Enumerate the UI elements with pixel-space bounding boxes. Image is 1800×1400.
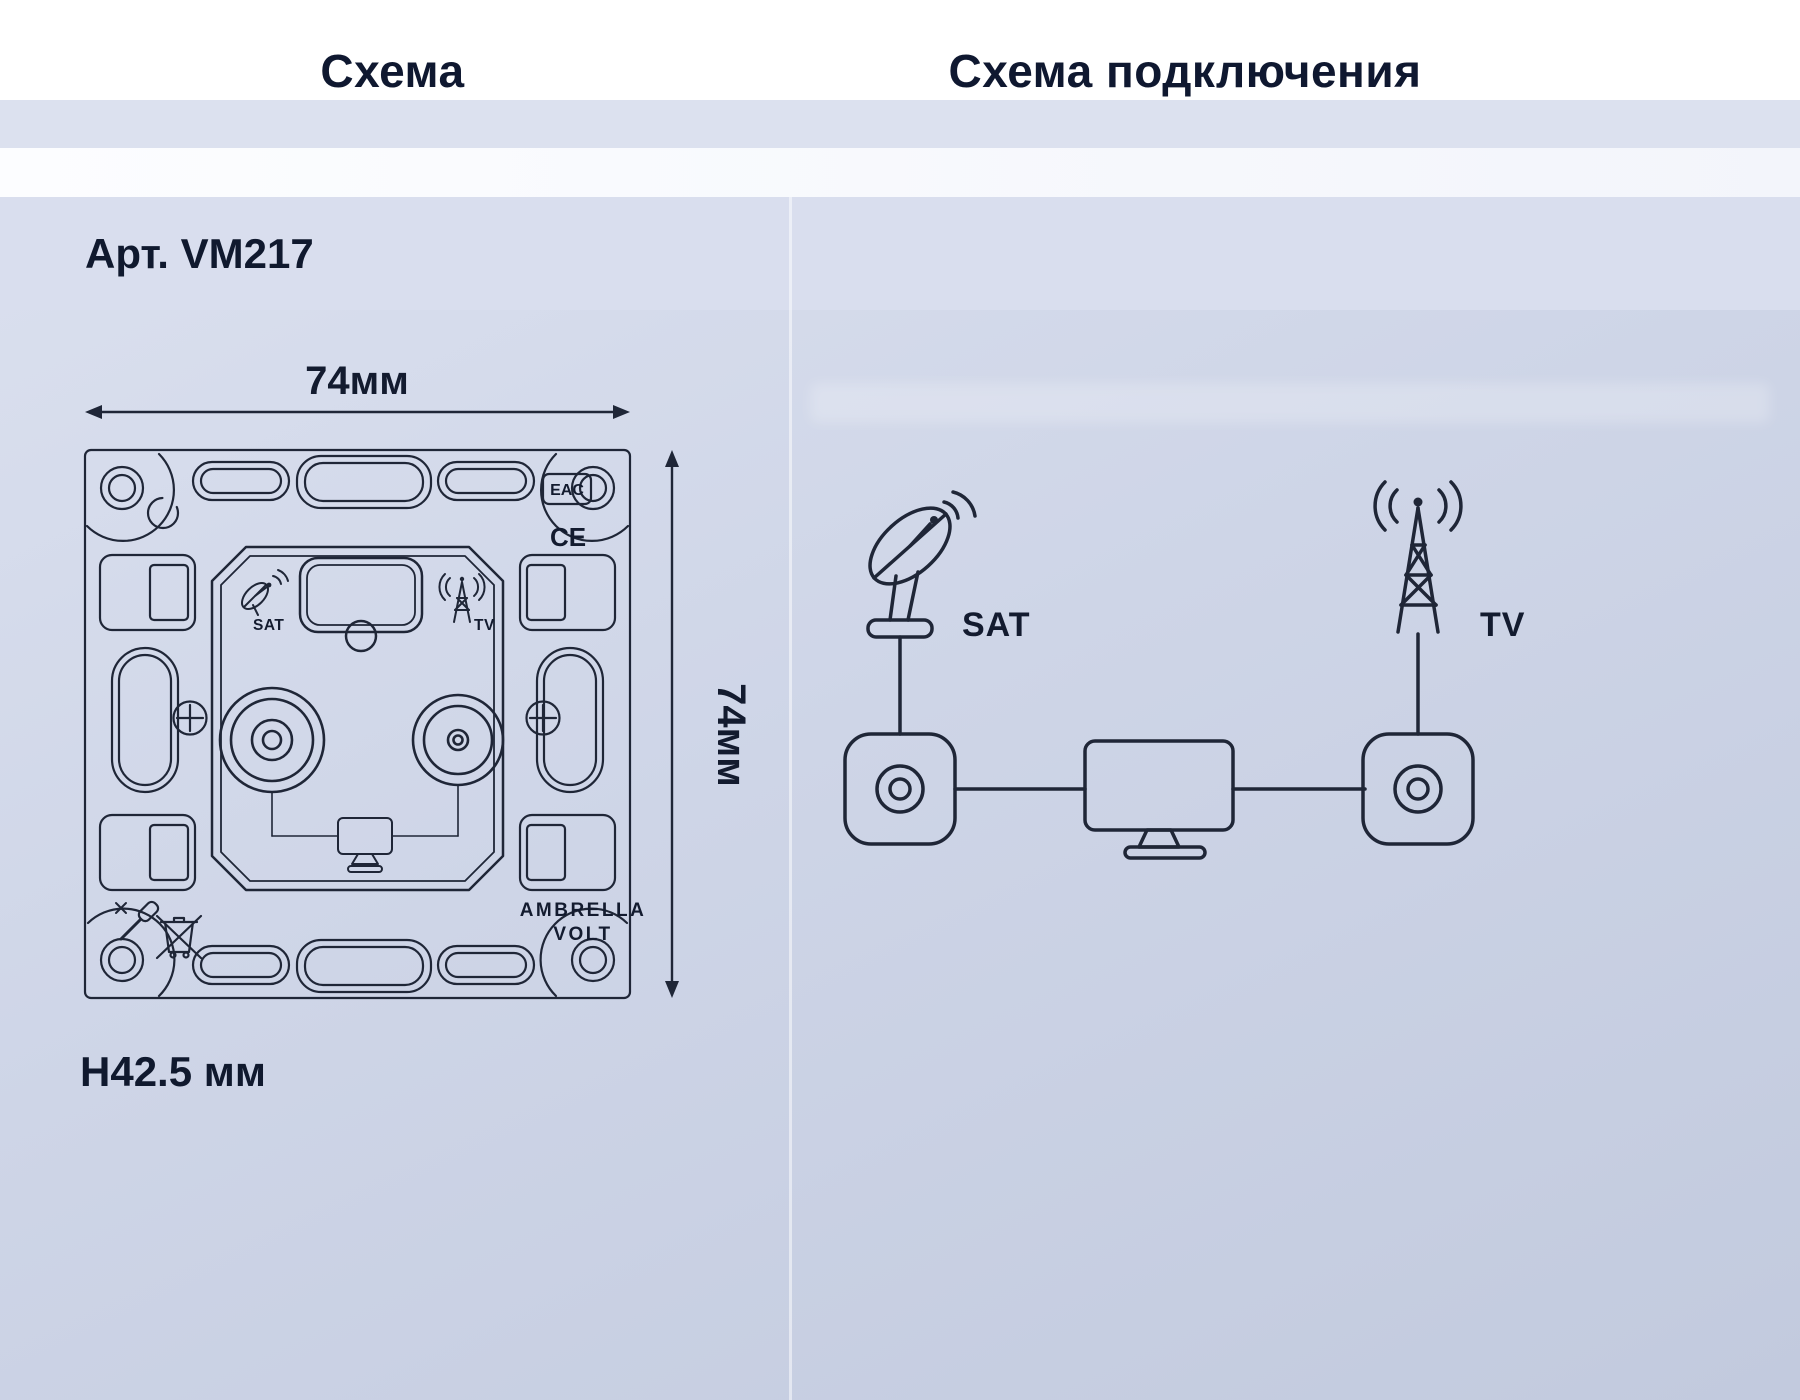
dimension-height bbox=[665, 450, 679, 998]
module-top-window bbox=[298, 556, 424, 653]
tv-label: TV bbox=[1480, 606, 1525, 644]
tv-port-label: TV bbox=[474, 617, 495, 634]
eac-mark-label: EAC bbox=[550, 482, 584, 499]
panel-divider bbox=[789, 197, 792, 1400]
right-claws bbox=[518, 553, 617, 892]
screwdriver-icon bbox=[115, 900, 160, 941]
brand-name: AMBRELLA bbox=[520, 900, 647, 921]
plaster-claw-screw bbox=[146, 496, 180, 530]
blue-band bbox=[0, 100, 1800, 148]
white-band bbox=[0, 148, 1800, 197]
side-screw-right bbox=[525, 700, 561, 736]
socket-technical-drawing: 74мм 74мм bbox=[83, 359, 753, 1000]
watermark-strip bbox=[810, 383, 1770, 423]
satellite-dish-icon bbox=[866, 490, 977, 639]
module-tv-pictogram bbox=[337, 817, 393, 873]
header-band bbox=[0, 0, 1800, 100]
corner-screw-hole-bottom-right bbox=[539, 907, 629, 998]
side-screw-left bbox=[172, 700, 208, 736]
television-icon bbox=[1083, 739, 1235, 860]
dimension-width-label: 74мм bbox=[305, 359, 409, 403]
sat-connector bbox=[218, 686, 326, 794]
corner-screw-hole-top-right bbox=[540, 452, 630, 542]
connection-diagram: SAT TV bbox=[843, 480, 1525, 860]
ce-mark-label: CE bbox=[550, 522, 586, 552]
wall-socket-tv bbox=[1361, 732, 1475, 846]
eac-mark bbox=[541, 472, 593, 506]
mounting-plate: SAT TV bbox=[83, 448, 632, 1000]
crossed-bin-icon bbox=[155, 914, 203, 960]
right-panel-title: Схема подключения bbox=[948, 45, 1422, 97]
dimension-height-label: 74мм bbox=[709, 683, 753, 787]
antenna-tower-icon bbox=[1373, 480, 1463, 634]
tv-symbol-icon bbox=[438, 573, 486, 623]
left-claws bbox=[98, 553, 197, 892]
sat-port-label: SAT bbox=[253, 617, 284, 634]
brand-name-line2: VOLT bbox=[553, 924, 612, 945]
left-panel-title: Схема bbox=[320, 45, 465, 97]
dimension-width bbox=[85, 405, 630, 419]
article-band bbox=[0, 197, 1800, 310]
bottom-slots bbox=[191, 938, 536, 994]
depth-dimension-label: H42.5 мм bbox=[80, 1048, 266, 1095]
wall-socket-sat bbox=[843, 732, 957, 846]
module-wiring-lines bbox=[271, 784, 459, 837]
article-code: Арт. VM217 bbox=[85, 230, 314, 277]
sat-symbol-icon bbox=[241, 569, 289, 616]
central-module: SAT TV bbox=[210, 545, 505, 892]
tv-connector bbox=[411, 693, 505, 787]
sat-label: SAT bbox=[962, 606, 1030, 644]
corner-screw-hole-top-left bbox=[85, 452, 175, 542]
top-slots bbox=[191, 454, 536, 510]
